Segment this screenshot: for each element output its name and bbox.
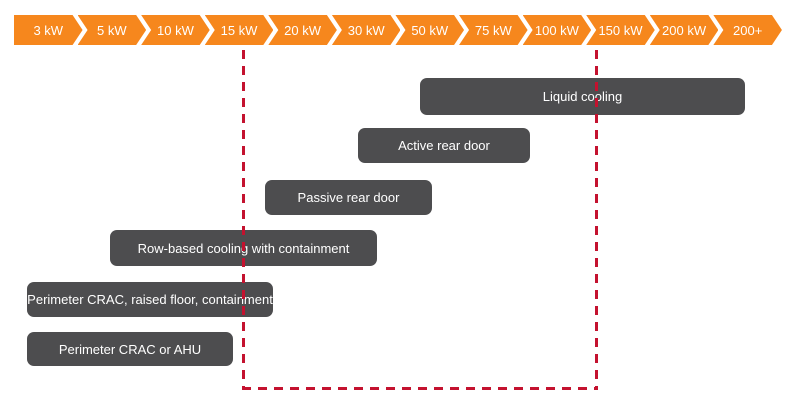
power-scale-label: 5 kW [97,22,127,38]
power-scale-segment-75-kw: 75 kW [459,15,528,45]
bar-label: Row-based cooling with containment [137,240,350,256]
power-scale-segment-50-kw: 50 kW [395,15,464,45]
power-scale-segment-20-kw: 20 kW [268,15,337,45]
bar-perimeter-crac-raised-floor-containment: Perimeter CRAC, raised floor, containmen… [27,282,273,317]
power-scale-segment-3-kw: 3 kW [14,15,83,45]
power-scale: 3 kW 5 kW 10 kW 15 kW 20 kW 30 kW 50 kW 75 kW 10… [14,15,782,45]
power-scale-label: 15 kW [220,22,258,38]
bar-label: Liquid cooling [542,89,623,104]
power-scale-label: 30 kW [347,22,385,38]
power-scale-segment-150-kw: 150 kW [586,15,655,45]
power-scale-segment-100-kw: 100 kW [523,15,592,45]
bar-perimeter-crac-or-ahu: Perimeter CRAC or AHU [27,332,233,366]
highlight-region-bottom-edge [242,387,598,390]
bar-liquid-cooling: Liquid cooling [420,78,745,115]
power-scale-segment-200-kw: 200 kW [650,15,719,45]
power-scale-label: 10 kW [157,22,194,38]
power-scale-label: 200+ [733,22,763,38]
bar-passive-rear-door: Passive rear door [265,180,432,215]
power-scale-label: 200 kW [662,22,707,38]
bar-label: Perimeter CRAC, raised floor, containmen… [27,292,273,307]
power-scale-segment-200plus: 200+ [713,15,782,45]
power-scale-label: 75 kW [474,22,512,38]
power-scale-segment-15-kw: 15 kW [205,15,274,45]
power-scale-label: 50 kW [411,22,449,38]
power-scale-label: 3 kW [33,22,64,38]
power-scale-label: 150 kW [598,22,643,38]
power-scale-label: 20 kW [284,22,322,38]
highlight-region-left-edge [242,50,245,390]
power-scale-segment-30-kw: 30 kW [332,15,401,45]
bar-label: Passive rear door [297,190,400,205]
power-scale-segment-10-kw: 10 kW [141,15,210,45]
bar-active-rear-door: Active rear door [358,128,530,163]
power-scale-segment-5-kw: 5 kW [78,15,147,45]
power-scale-label: 100 kW [534,22,579,38]
bar-label: Perimeter CRAC or AHU [58,341,202,357]
bar-row-based-containment: Row-based cooling with containment [110,230,377,266]
bar-label: Active rear door [398,138,490,153]
